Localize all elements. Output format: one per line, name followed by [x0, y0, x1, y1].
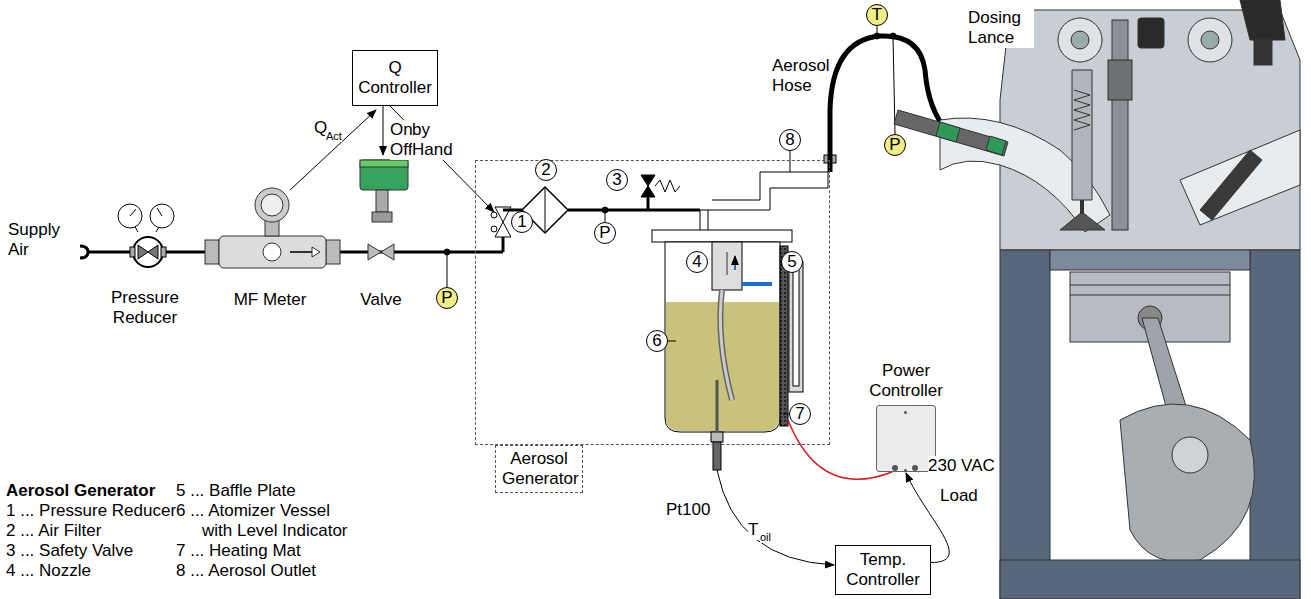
- part-label: 2 ... Air Filter: [6, 521, 101, 541]
- part-label: 3 ... Safety Valve: [6, 541, 133, 561]
- region-tab: Aerosol Generator: [495, 445, 583, 493]
- label-wrap: 7 ... Heating Mat: [176, 541, 301, 561]
- part-label: Act: [326, 130, 342, 142]
- callout-text: P: [595, 223, 615, 243]
- terminal-dot: [904, 469, 907, 472]
- part-label: 7 ... Heating Mat: [176, 541, 301, 561]
- callout-number: 4: [686, 251, 708, 273]
- legend-heading: Aerosol Generator: [6, 481, 155, 501]
- label-wrap: Aerosol Hose: [772, 56, 828, 96]
- region-title: Aerosol Generator: [502, 449, 576, 489]
- terminal-dot: [892, 465, 898, 471]
- part-label: 230 VAC: [928, 456, 995, 476]
- aerosol-hose: [824, 26, 948, 172]
- label-wrap: T: [748, 520, 758, 540]
- part-label: Valve: [350, 290, 412, 310]
- callout-text: 7: [790, 404, 810, 424]
- part-label: MF Meter: [225, 290, 315, 310]
- part-label: 8 ... Aerosol Outlet: [176, 561, 316, 581]
- controller-signal-lines: [290, 106, 494, 212]
- part-label: by Hand: [412, 120, 452, 160]
- part-label: Pt100: [666, 500, 710, 520]
- callout-number: 8: [779, 129, 801, 151]
- label-wrap: Load: [940, 486, 978, 506]
- callout-number: 6: [646, 330, 668, 352]
- pressure-reducer-symbol: [118, 204, 174, 267]
- callout-number: 2: [535, 159, 557, 181]
- callout-text: P: [885, 135, 905, 155]
- label-wrap: 5 ... Baffle Plate: [176, 481, 296, 501]
- generator-piping: [475, 151, 828, 252]
- edge-label: Load: [940, 486, 978, 506]
- atomizer-vessel: [652, 230, 803, 470]
- power-controller: Power Controller: [876, 405, 936, 472]
- callout-text: 1: [512, 212, 532, 232]
- part-label: 5 ... Baffle Plate: [176, 481, 296, 501]
- part-label: T: [748, 520, 758, 540]
- label-wrap: 2 ... Air Filter: [6, 521, 101, 541]
- label-wrap: Aerosol Generator: [6, 481, 155, 501]
- callout-number: 1: [511, 211, 533, 233]
- label-wrap: 3 ... Safety Valve: [6, 541, 133, 561]
- engine-illustration: [894, 0, 1300, 599]
- part-label: Dosing Lance: [968, 8, 1034, 48]
- part-label: oil: [760, 531, 771, 543]
- part-label: 4 ... Nozzle: [6, 561, 91, 581]
- box-text: Q Controller: [353, 58, 437, 98]
- label-wrap: Pressure Reducer: [100, 288, 190, 328]
- controller-box: Temp. Controller: [835, 545, 931, 595]
- part-label: Pressure Reducer: [100, 288, 190, 328]
- terminal-dot: [904, 411, 907, 414]
- label-wrap: 230 VAC: [928, 456, 995, 476]
- label-wrap: oil: [760, 531, 771, 543]
- box-text: Temp. Controller: [836, 550, 930, 590]
- label-wrap: MF Meter: [225, 290, 315, 310]
- heading-wrap: Power Controller: [861, 361, 951, 401]
- callout-text: 2: [536, 160, 556, 180]
- part-label: Supply Air: [8, 220, 68, 260]
- callout-text: 4: [687, 252, 707, 272]
- label-wrap: 4 ... Nozzle: [6, 561, 91, 581]
- callout-text: 5: [782, 252, 802, 272]
- label-wrap: 1 ... Pressure Reducer: [6, 501, 176, 521]
- label-wrap: Act: [326, 130, 342, 142]
- callout-number: 5: [781, 251, 803, 273]
- mass-flow-meter: [205, 188, 340, 268]
- callout-text: 8: [780, 130, 800, 150]
- pressure-gauge: P: [436, 287, 458, 309]
- controller-box: Q Controller: [352, 50, 438, 106]
- part-label: Aerosol Hose: [772, 56, 828, 96]
- part-label: 1 ... Pressure Reducer: [6, 501, 176, 521]
- aerosol-generator-region: Aerosol Generator123P4567: [475, 160, 830, 445]
- callout-number: 3: [606, 169, 628, 191]
- terminal-dot: [912, 465, 918, 471]
- callout-text: 3: [607, 170, 627, 190]
- callout-text: T: [867, 5, 887, 25]
- device-heading: Power Controller: [861, 361, 951, 401]
- pressure-gauge: P: [594, 222, 616, 244]
- pressure-gauge: P: [884, 134, 906, 156]
- callout-number: 7: [789, 403, 811, 425]
- label-wrap: by Hand: [412, 120, 452, 160]
- label-wrap: Dosing Lance: [968, 8, 1034, 48]
- temperature-gauge: T: [866, 4, 888, 26]
- label-wrap: 8 ... Aerosol Outlet: [176, 561, 316, 581]
- valve-symbol: [360, 160, 408, 260]
- callout-text: P: [437, 288, 457, 308]
- label-wrap: Valve: [350, 290, 412, 310]
- label-wrap: Pt100: [666, 500, 710, 520]
- part-label: 6 ... Atomizer Vessel with Level Indicat…: [176, 501, 352, 541]
- label-wrap: 6 ... Atomizer Vessel with Level Indicat…: [176, 501, 352, 541]
- callout-text: 6: [647, 331, 667, 351]
- label-wrap: Supply Air: [8, 220, 68, 260]
